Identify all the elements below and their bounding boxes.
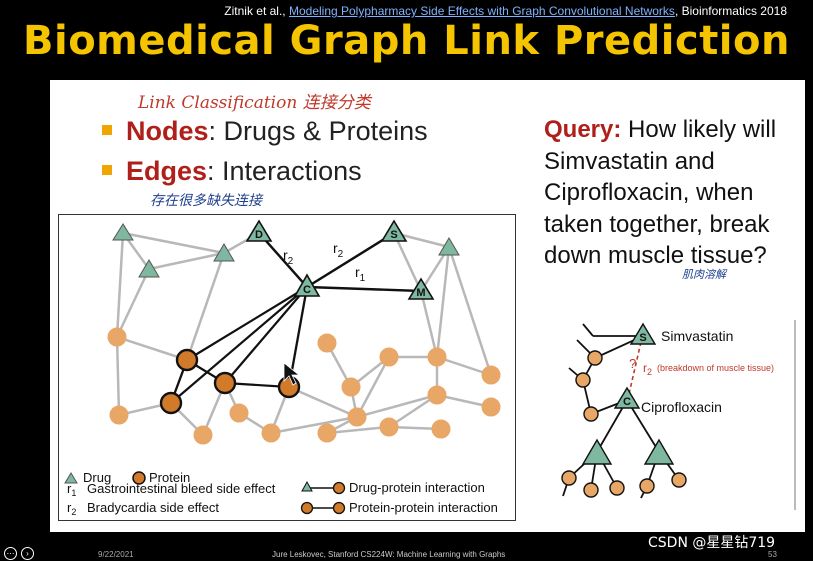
legend-dp-drug-icon [301,480,313,492]
simvastatin-label: Simvastatin [661,328,733,344]
watermark: CSDN @星星钻719 [648,535,776,551]
citation-prefix: Zitnik et al., [224,4,289,18]
more-options-icon[interactable]: ⋯ [4,547,17,560]
legend-r2: r2 [67,500,76,517]
handwritten-link-classification: Link Classification 连接分类 [138,93,371,113]
slide-nav: ⋯› [4,543,38,561]
bullet-term: Edges [126,156,208,186]
legend-r2-text: Bradycardia side effect [87,500,219,515]
drug-node [213,243,235,262]
node-label-d: D [255,229,263,241]
legend-protein-protein: Protein-protein interaction [349,500,498,515]
graph-svg: D S C M r2 r2 r1 Drug Protein r1 Gastroi… [64,219,501,517]
edge-label-r1: r1 [355,264,366,284]
node-label-c: C [623,396,631,408]
query-relation-edge [628,341,642,395]
node-label-m: M [416,287,425,299]
legend-protein: Protein [149,470,190,485]
next-slide-icon[interactable]: › [21,547,34,560]
drug-node [643,438,675,465]
protein-node [193,425,213,445]
query-text: Query: How likely will Simvastatin and C… [544,114,794,272]
query-question-mark: ? [629,356,636,371]
paper-link[interactable]: Modeling Polypharmacy Side Effects with … [288,4,675,18]
legend-drug-icon [64,472,78,484]
simvastatin-node [629,322,657,345]
highlighted-protein-nodes [159,348,301,415]
citation-suffix: , Bioinformatics 2018 [674,4,787,18]
slide-scrollbar[interactable] [794,320,796,510]
protein-node [317,423,337,443]
bullet-square-icon [102,124,112,135]
protein-node [427,385,447,405]
legend-protein-icon [132,471,146,485]
drug-node [581,438,613,465]
bullet-text: : Interactions [207,156,362,186]
legend-r1: r1 [67,481,76,498]
drug-node-m [407,277,435,300]
cursor-icon [283,362,301,386]
edge-label-r2-left: r2 [283,247,294,267]
drug-drug-edges [258,231,422,293]
query-relation-r2: r2 [643,361,652,377]
legend-pp-protein-icon [332,501,346,515]
protein-node [261,423,281,443]
drug-node [112,223,134,241]
graph-figure: D S C M r2 r2 r1 Drug Protein r1 Gastroi… [58,214,516,521]
node-label-s: S [639,332,646,344]
bullet-square-icon [102,164,112,175]
drug-node-d [245,219,273,242]
protein-node-highlighted [159,391,183,415]
legend-pp-protein-icon [300,501,314,515]
protein-node [347,407,367,427]
legend-drug: Drug [83,470,111,485]
protein-node [379,347,399,367]
protein-node [481,365,501,385]
edge-label-r2-right: r2 [333,240,344,260]
drug-nodes [112,223,460,278]
footer-credit: Jure Leskovec, Stanford CS224W: Machine … [272,550,506,559]
query-diagram: S C Simvastatin Ciprofloxacin ? r2 (brea… [561,322,774,499]
drug-node [138,259,160,278]
node-label-s: S [390,229,397,241]
handwritten-muscle-breakdown: 肌肉溶解 [682,268,726,281]
protein-node-highlighted [277,375,301,399]
protein-node [107,327,127,347]
protein-node [379,417,399,437]
drug-protein-edges [169,286,309,404]
query-relation-desc: (breakdown of muscle tissue) [657,363,774,373]
protein-node [317,333,337,353]
slide-title: Biomedical Graph Link Prediction [23,18,790,64]
bullet-edges: Edges: Interactions [102,156,362,187]
protein-node [341,377,361,397]
ciprofloxacin-node [613,386,641,409]
protein-node [109,405,129,425]
drug-node [438,237,460,256]
bullet-term: Nodes [126,116,209,146]
bullet-text: : Drugs & Proteins [208,116,428,146]
page-number: 53 [768,550,777,559]
bullet-nodes: Nodes: Drugs & Proteins [102,116,428,147]
protein-node [481,397,501,417]
legend-r1-text: Gastrointestinal bleed side effect [87,481,276,496]
drug-node-s [380,219,408,242]
query-label: Query: [544,116,622,143]
ciprofloxacin-label: Ciprofloxacin [641,399,722,415]
protein-node [229,403,249,423]
protein-node [431,419,451,439]
query-body: How likely will Simvastatin and Ciproflo… [544,116,777,269]
graph-legend: Drug Protein r1 Gastrointestinal bleed s… [64,470,498,517]
labeled-drug-nodes [245,219,435,300]
handwritten-missing-links: 存在很多缺失连接 [150,193,262,209]
node-label-c: C [303,284,311,296]
drug-node-c [293,273,321,297]
protein-node [427,347,447,367]
protein-nodes [107,327,501,445]
citation: Zitnik et al., Modeling Polypharmacy Sid… [224,4,787,18]
protein-node-highlighted [213,371,237,395]
legend-drug-protein: Drug-protein interaction [349,480,485,495]
protein-node-highlighted [175,348,199,372]
footer-date: 9/22/2021 [98,550,134,559]
legend-dp-protein-icon [332,481,346,495]
